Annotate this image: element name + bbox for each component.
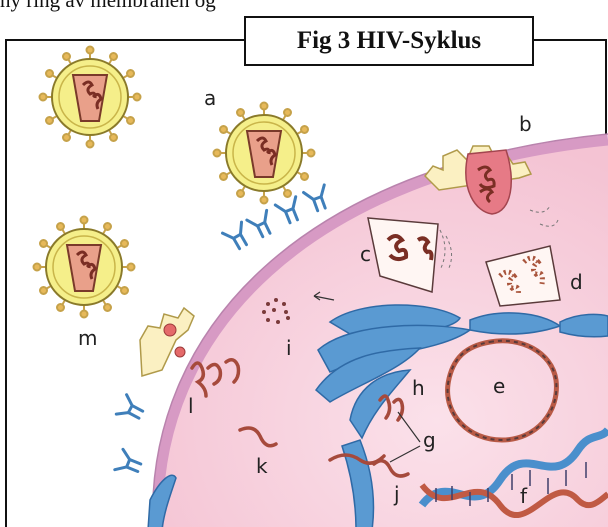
label-b: b	[519, 114, 532, 134]
label-g: g	[423, 430, 436, 450]
figure-title: Fig 3 HIV-Syklus	[244, 16, 534, 66]
virion-a	[214, 103, 315, 204]
top-caption: ny ring av membranen og	[0, 0, 216, 14]
label-i: i	[286, 338, 292, 358]
label-e: e	[493, 376, 505, 396]
label-c: c	[360, 244, 371, 264]
label-m: m	[78, 328, 97, 348]
virion-free-top	[40, 47, 141, 148]
label-l: l	[188, 396, 194, 416]
budding-site-left	[140, 308, 194, 376]
label-h: h	[412, 378, 425, 398]
label-d: d	[570, 272, 583, 292]
label-j: j	[394, 484, 400, 504]
label-k: k	[256, 456, 268, 476]
virion-m	[34, 217, 135, 318]
label-a: a	[204, 88, 216, 108]
label-f: f	[520, 486, 527, 506]
